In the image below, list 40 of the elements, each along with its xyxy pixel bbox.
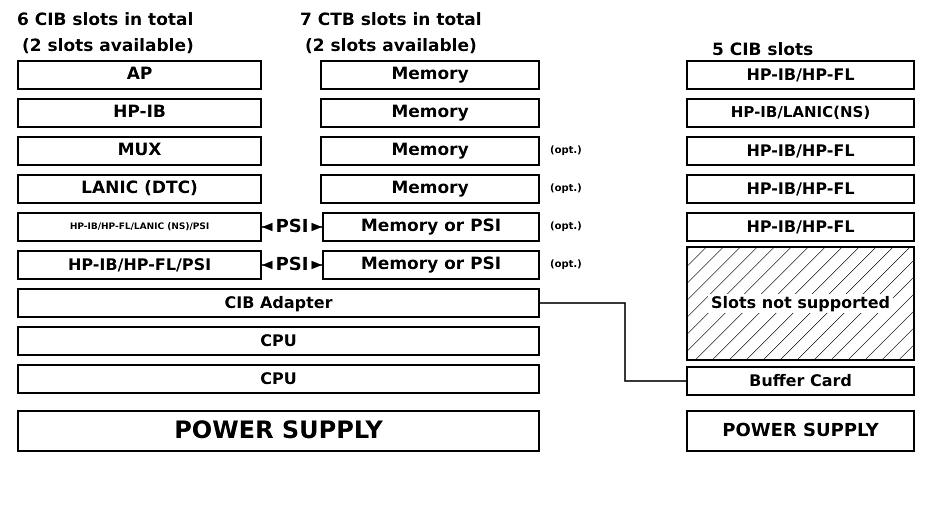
column-heading: 7 CTB slots in total [300,10,482,30]
optional-note: (opt.) [550,145,582,156]
slot-card: Memory or PSI [322,212,540,242]
arrow [262,260,272,270]
psi-label: PSI [276,254,308,276]
slot-card: Memory or PSI [322,250,540,280]
slot-card: HP-IB/HP-FL/PSI [17,250,262,280]
connector-line [540,302,686,382]
slot-note: Slots not supported [708,294,893,313]
slot-card: AP [17,60,262,90]
slot-card: HP-IB/HP-FL [686,136,915,166]
slot-card: Memory [320,174,540,204]
slot-card: HP-IB/HP-FL [686,212,915,242]
slot-card: Memory [320,60,540,90]
arrow [312,260,322,270]
column-heading: (2 slots available) [305,36,477,56]
slot-card: HP-IB/LANIC(NS) [686,98,915,128]
psi-label: PSI [276,216,308,238]
column-heading: (2 slots available) [22,36,194,56]
arrow [262,222,272,232]
arrow [312,222,322,232]
slot-card: LANIC (DTC) [17,174,262,204]
optional-note: (opt.) [550,221,582,232]
slot-card: Buffer Card [686,366,915,396]
slot-card: MUX [17,136,262,166]
slot-card: HP-IB [17,98,262,128]
slot-card: Memory [320,136,540,166]
slot-card: HP-IB/HP-FL [686,60,915,90]
column-heading: 5 CIB slots [712,40,814,60]
slot-card: HP-IB/HP-FL [686,174,915,204]
column-heading: 6 CIB slots in total [17,10,194,30]
power-supply-block: POWER SUPPLY [17,410,540,452]
optional-note: (opt.) [550,259,582,270]
power-supply-block: POWER SUPPLY [686,410,915,452]
slot-card: HP-IB/HP-FL/LANIC (NS)/PSI [17,212,262,242]
adapter-card: CIB Adapter [17,288,540,318]
slot-card: CPU [17,364,540,394]
slot-card: CPU [17,326,540,356]
slot-card: Memory [320,98,540,128]
optional-note: (opt.) [550,183,582,194]
